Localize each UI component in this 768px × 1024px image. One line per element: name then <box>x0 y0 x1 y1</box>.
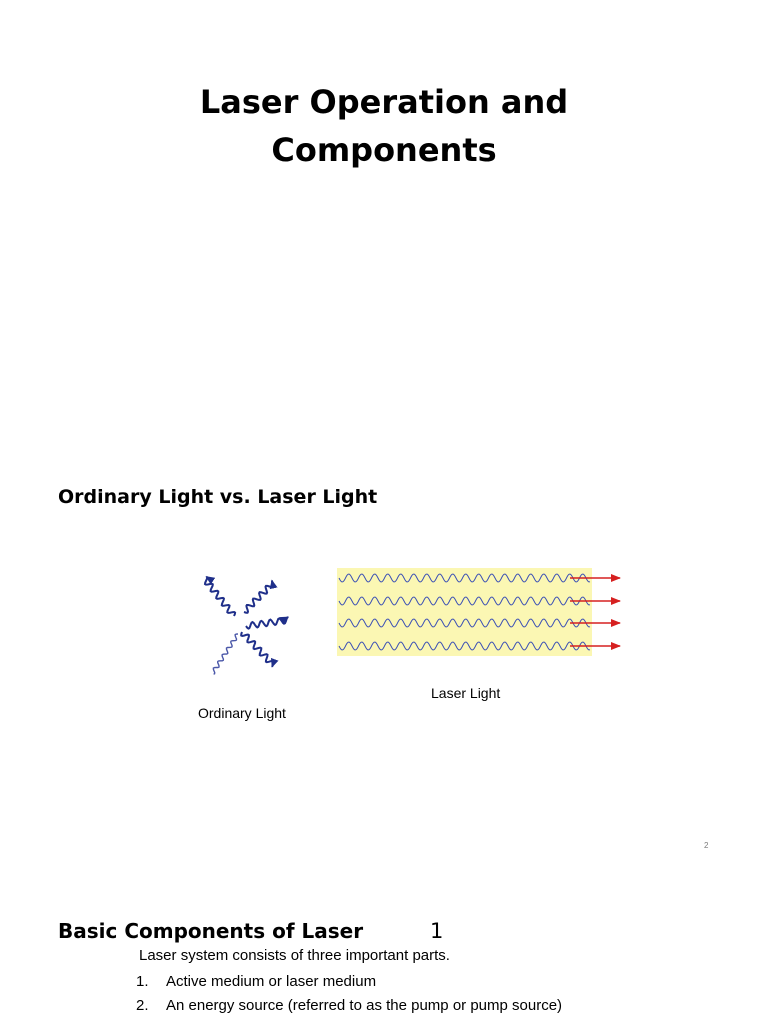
laser-beam-background <box>337 568 592 656</box>
list-item-text: An energy source (referred to as the pum… <box>166 997 563 1014</box>
page-number: 2 <box>704 841 709 850</box>
light-comparison-figure <box>203 568 621 675</box>
slide-title-line-2: Components <box>271 131 497 169</box>
intro-text: Laser system consists of three important… <box>139 947 450 964</box>
laser-wave-2 <box>338 596 591 606</box>
laser-light-caption: Laser Light <box>431 685 501 701</box>
slide-title: Laser Operation and Components <box>0 78 768 174</box>
ordinary-wave-up-left <box>203 575 237 617</box>
slide-title-line-1: Laser Operation and <box>199 83 569 121</box>
ordinary-wave-up-right <box>243 579 278 614</box>
list-item: 1. Active medium or laser medium <box>136 970 562 994</box>
ordinary-wave-down-right <box>240 631 279 668</box>
ordinary-wave-right <box>245 616 290 630</box>
components-list: 1. Active medium or laser medium 2. An ene… <box>136 970 562 1018</box>
laser-wave-3 <box>338 618 591 628</box>
ordinary-light-caption: Ordinary Light <box>198 705 286 721</box>
ordinary-light-wave-icon <box>203 575 290 675</box>
laser-light-wave-icon <box>337 568 621 656</box>
list-item-text: Active medium or laser medium <box>166 973 377 990</box>
list-item-number: 1. <box>136 973 149 990</box>
section-heading-light-comparison: Ordinary Light vs. Laser Light <box>58 486 378 508</box>
section-heading-basic-components: Basic Components of Laser <box>58 919 364 943</box>
ordinary-wave-down-left <box>212 633 239 675</box>
list-item-number: 2. <box>136 997 149 1014</box>
laser-wave-4 <box>338 641 591 651</box>
laser-wave-1 <box>338 573 591 583</box>
section-heading-number: 1 <box>430 919 444 943</box>
list-item: 2. An energy source (referred to as the p… <box>136 994 562 1018</box>
